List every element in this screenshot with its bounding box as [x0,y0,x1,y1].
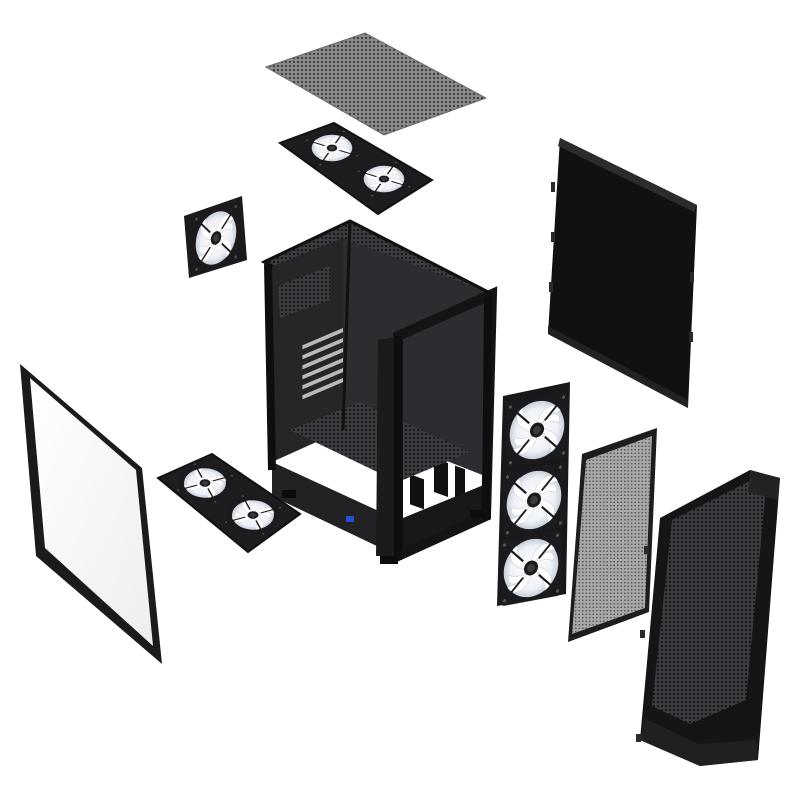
right-side-panel [548,138,697,408]
top-fan-pair [277,121,434,216]
rear-exhaust-fan [184,196,247,278]
bottom-fan-pair [156,452,302,554]
chassis-frame [260,219,498,564]
tempered-glass-side-panel [20,364,162,664]
front-intake-fan-stack [497,382,570,608]
front-dust-filter [568,428,657,642]
front-mesh-panel [636,470,780,766]
top-dust-filter [264,32,488,136]
